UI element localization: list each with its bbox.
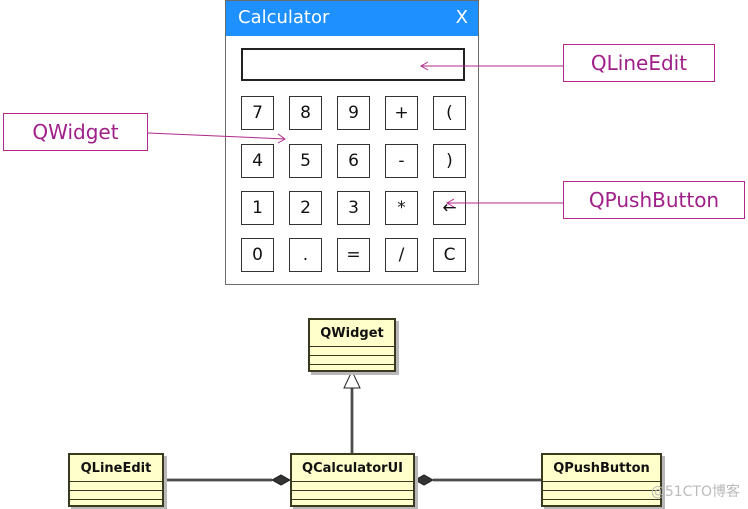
uml-class-name: QWidget — [310, 320, 394, 347]
callout-qwidget: QWidget — [3, 113, 148, 151]
key-8[interactable]: 8 — [289, 96, 322, 130]
key-minus[interactable]: - — [385, 144, 418, 178]
uml-class-qwidget: QWidget — [308, 318, 396, 372]
uml-attributes — [70, 482, 162, 491]
key-backspace[interactable]: ← — [433, 191, 466, 225]
key-equals[interactable]: = — [337, 238, 370, 272]
arrowhead-qlineedit — [419, 61, 429, 71]
callout-line-qwidget — [147, 132, 286, 140]
uml-class-qcalculatorui: QCalculatorUI — [290, 453, 415, 507]
uml-methods — [310, 356, 394, 365]
uml-extra — [543, 500, 660, 508]
uml-class-name: QCalculatorUI — [292, 455, 413, 482]
key-multiply[interactable]: * — [385, 191, 418, 225]
callout-qpushbutton: QPushButton — [563, 181, 745, 219]
composition-qlineedit — [164, 474, 292, 486]
uml-methods — [543, 491, 660, 500]
key-plus[interactable]: + — [385, 96, 418, 130]
key-close-paren[interactable]: ) — [433, 144, 466, 178]
callout-qlineedit: QLineEdit — [563, 44, 715, 82]
inheritance-arrow — [343, 369, 361, 453]
key-divide[interactable]: / — [385, 238, 418, 272]
key-decimal[interactable]: . — [289, 238, 322, 272]
uml-methods — [292, 491, 413, 500]
composition-qpushbutton — [413, 474, 541, 486]
close-icon[interactable]: X — [455, 7, 468, 28]
key-2[interactable]: 2 — [289, 191, 322, 225]
key-4[interactable]: 4 — [241, 144, 274, 178]
key-9[interactable]: 9 — [337, 96, 370, 130]
uml-class-name: QLineEdit — [70, 455, 162, 482]
uml-class-name: QPushButton — [543, 455, 660, 482]
uml-class-qlineedit: QLineEdit — [68, 453, 164, 507]
uml-extra — [292, 500, 413, 508]
arrowhead-qpushbutton — [445, 198, 455, 208]
key-clear[interactable]: C — [433, 238, 466, 272]
uml-class-qpushbutton: QPushButton — [541, 453, 662, 507]
key-open-paren[interactable]: ( — [433, 96, 466, 130]
window-title: Calculator — [238, 7, 330, 28]
uml-extra — [70, 500, 162, 508]
key-5[interactable]: 5 — [289, 144, 322, 178]
uml-methods — [70, 491, 162, 500]
key-1[interactable]: 1 — [241, 191, 274, 225]
arrowhead-qwidget — [277, 133, 286, 144]
uml-attributes — [543, 482, 660, 491]
key-0[interactable]: 0 — [241, 238, 274, 272]
key-6[interactable]: 6 — [337, 144, 370, 178]
calculator-window: Calculator X 7 8 9 + ( 4 5 6 - ) 1 2 3 *… — [225, 0, 479, 285]
watermark: @51CTO博客 — [650, 484, 740, 500]
key-7[interactable]: 7 — [241, 96, 274, 130]
uml-attributes — [310, 347, 394, 356]
calculator-display-input[interactable] — [241, 48, 465, 81]
title-bar: Calculator X — [226, 1, 478, 36]
uml-attributes — [292, 482, 413, 491]
key-3[interactable]: 3 — [337, 191, 370, 225]
uml-extra — [310, 365, 394, 373]
